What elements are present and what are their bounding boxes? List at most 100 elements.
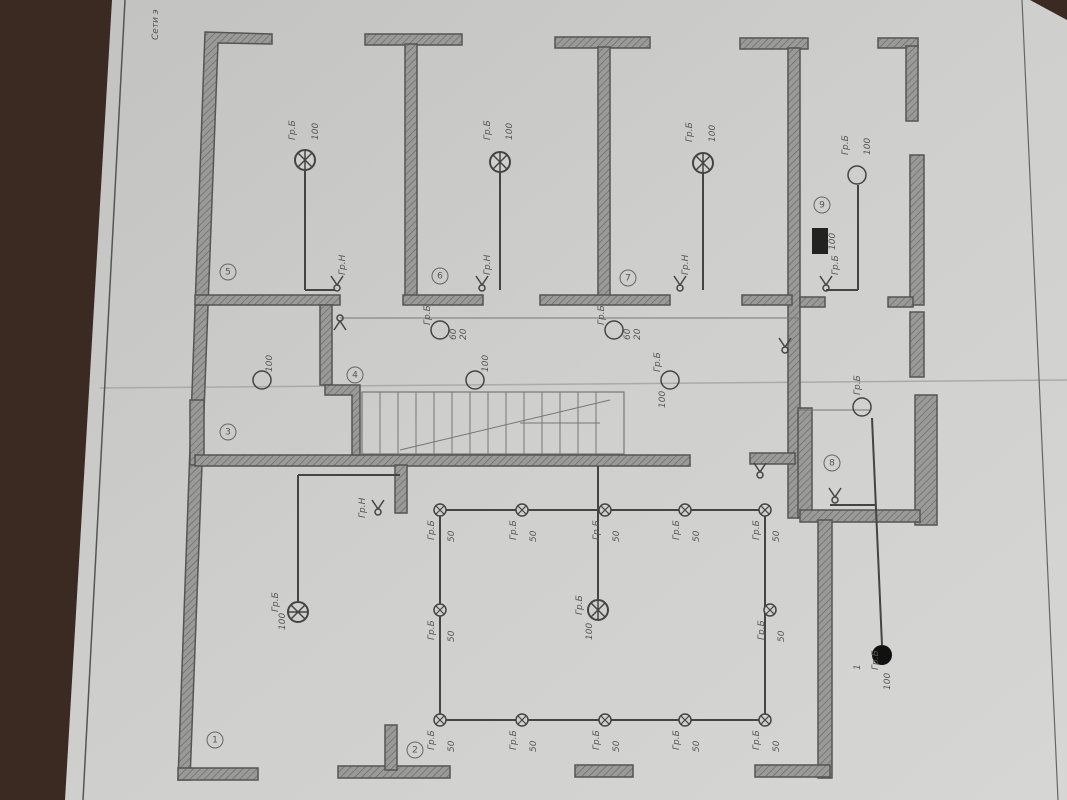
lamp-icon [847,165,867,185]
fixture-label: 50 [777,630,787,642]
svg-text:20: 20 [459,328,469,340]
switch-icon [333,314,347,331]
svg-text:Гр.Б: Гр.Б [597,305,607,325]
fixture-label: Гр.Б [427,620,437,640]
svg-text:Гр.Б: Гр.Б [423,305,433,325]
svg-text:100: 100 [708,125,718,142]
border-line [82,0,126,800]
fixture-label: Гр.Б [592,730,602,750]
room-marker: 2 [406,741,424,759]
cross-lamp-icon [598,713,612,727]
cross-lamp-icon [598,503,612,517]
fan-light-icon [587,599,609,621]
walls [177,31,938,781]
cross-lamp-icon [678,503,692,517]
cross-lamp-icon [433,713,447,727]
cross-lamp-icon [515,503,529,517]
lamp-icon [465,370,485,390]
svg-text:100: 100 [883,673,893,690]
fixture-label: Гр.Б [427,520,437,540]
fixture-label: 50 [612,530,622,542]
svg-text:Гр.Б: Гр.Б [271,592,281,612]
svg-text:100: 100 [278,613,288,630]
svg-text:5: 5 [225,268,231,278]
switch-icon [778,337,792,354]
svg-text:100: 100 [585,623,595,640]
paper-sheet [65,0,1067,800]
svg-text:Гр.Б: Гр.Б [685,122,695,142]
cross-lamp-icon [433,603,447,617]
fixtures [252,149,892,727]
svg-text:Гр.Н: Гр.Н [681,254,691,275]
sheet-title: Сети э [151,9,161,40]
svg-text:100: 100 [265,355,275,372]
filled-lamp-icon [872,645,892,665]
room-marker: 8 [823,454,841,472]
fixture-label: Гр.Б [672,730,682,750]
room-marker: 4 [346,366,364,384]
fixture-label: Гр.Б [509,520,519,540]
svg-text:Гр.Н: Гр.Н [338,254,348,275]
fixture-label: 50 [692,740,702,752]
cross-lamp-icon [758,713,772,727]
switch-icon [371,499,385,516]
fan-light-icon [294,149,316,171]
svg-text:8: 8 [829,459,835,469]
fan-light-icon [489,151,511,173]
fixture-label: 50 [692,530,702,542]
fixture-label: 50 [447,530,457,542]
fixture-label: 50 [772,530,782,542]
cross-lamp-icon [433,503,447,517]
cross-lamp-icon [763,603,777,617]
switch-icon [753,462,767,479]
lamp-icon [252,370,272,390]
svg-text:7: 7 [625,274,631,284]
switch-icon [819,275,833,292]
lamp-icon [430,320,450,340]
svg-text:100: 100 [311,123,321,140]
fixture-label: 50 [612,740,622,752]
svg-text:Гр.Б: Гр.Б [871,650,881,670]
fixture-label: Гр.Б [509,730,519,750]
cross-lamp-icon [758,503,772,517]
switch-icon [828,487,842,504]
svg-text:Гр.Б: Гр.Б [831,255,841,275]
svg-text:1: 1 [853,664,863,670]
fixture-label: 50 [447,630,457,642]
fixture-label: Гр.Б [757,620,767,640]
border-line-right [1021,0,1059,800]
room-marker: 6 [431,267,449,285]
room-markers: 1 2 3 4 5 6 7 8 9 [206,196,841,759]
svg-text:1: 1 [212,736,218,746]
svg-text:100: 100 [863,138,873,155]
panel-icon [812,228,828,254]
room-marker: 7 [619,269,637,287]
fan-light-icon [692,152,714,174]
room-marker: 1 [206,731,224,749]
room-marker: 9 [813,196,831,214]
svg-text:20: 20 [633,328,643,340]
fixture-label: 50 [772,740,782,752]
lamp-icon [852,397,872,417]
fixture-label: Гр.Б [672,520,682,540]
staircase [361,391,625,455]
room-marker: 5 [219,263,237,281]
switch-icon [330,275,344,292]
svg-text:Гр.Б: Гр.Б [483,120,493,140]
svg-text:Гр.Б: Гр.Б [288,120,298,140]
cross-lamp-icon [515,713,529,727]
svg-text:Гр.Б: Гр.Б [853,375,863,395]
fixture-label: Гр.Б [427,730,437,750]
svg-text:3: 3 [225,428,231,438]
fixture-label: 50 [447,740,457,752]
switch-icon [673,275,687,292]
svg-text:60: 60 [449,328,459,340]
svg-text:9: 9 [819,201,825,211]
fixture-label: Гр.Б [592,520,602,540]
svg-text:60: 60 [623,328,633,340]
fixture-label: 50 [529,740,539,752]
svg-text:100: 100 [658,391,668,408]
svg-text:Гр.Б: Гр.Б [575,595,585,615]
